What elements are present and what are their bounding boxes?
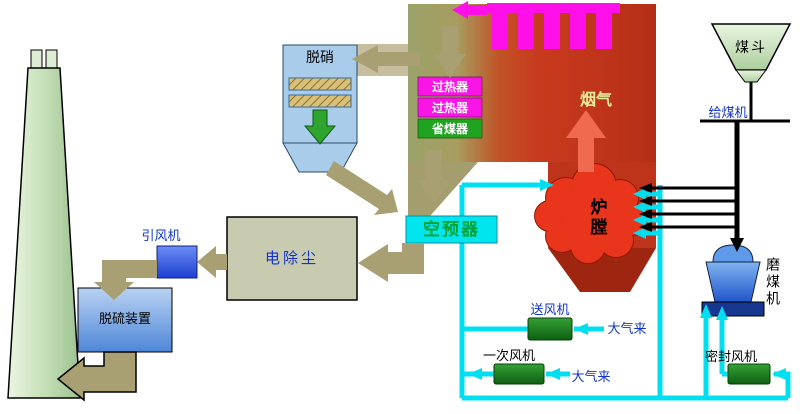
desulfurization-box [77,287,173,353]
arrow-denit-to-preheater [326,161,398,215]
precipitator-box [226,216,358,301]
flue-gas-arrows [56,26,466,402]
arrow-to-idf [197,246,227,278]
coal-line-arrowheads [639,183,744,252]
arrow-column-down [418,150,450,205]
arrow-denitration-down [303,109,337,145]
coal-hopper-shape [710,23,792,83]
coal-feed-lines [652,82,790,244]
economizer-box [417,118,483,139]
air-pipe-arrowheads [468,179,786,380]
forced-draft-fan-box [527,317,573,341]
air-preheater-box [405,215,498,244]
arrow-to-denitration [352,45,420,73]
seal-fan-box [727,363,771,385]
induced-draft-fan-box [156,245,198,279]
duct-to-chimney [56,351,137,402]
coal-mill-shape [701,244,765,317]
furnace-flame [534,163,648,264]
denitration-unit [282,44,358,173]
catalyst-layer-2 [288,94,352,108]
superheater-1-box [417,76,483,97]
steam-out-arrow [452,1,487,19]
superheater-pendant-tubes [452,1,620,49]
arrow-boiler-down [434,26,466,78]
arrow-to-desulfurization [94,260,157,300]
primary-air-fan-box [493,363,545,385]
catalyst-layer-1 [288,77,352,91]
flue-gas-up-arrow [566,110,606,172]
arrow-to-precipitator [358,244,424,282]
superheater-2-box [417,97,483,118]
chimney [7,49,81,399]
